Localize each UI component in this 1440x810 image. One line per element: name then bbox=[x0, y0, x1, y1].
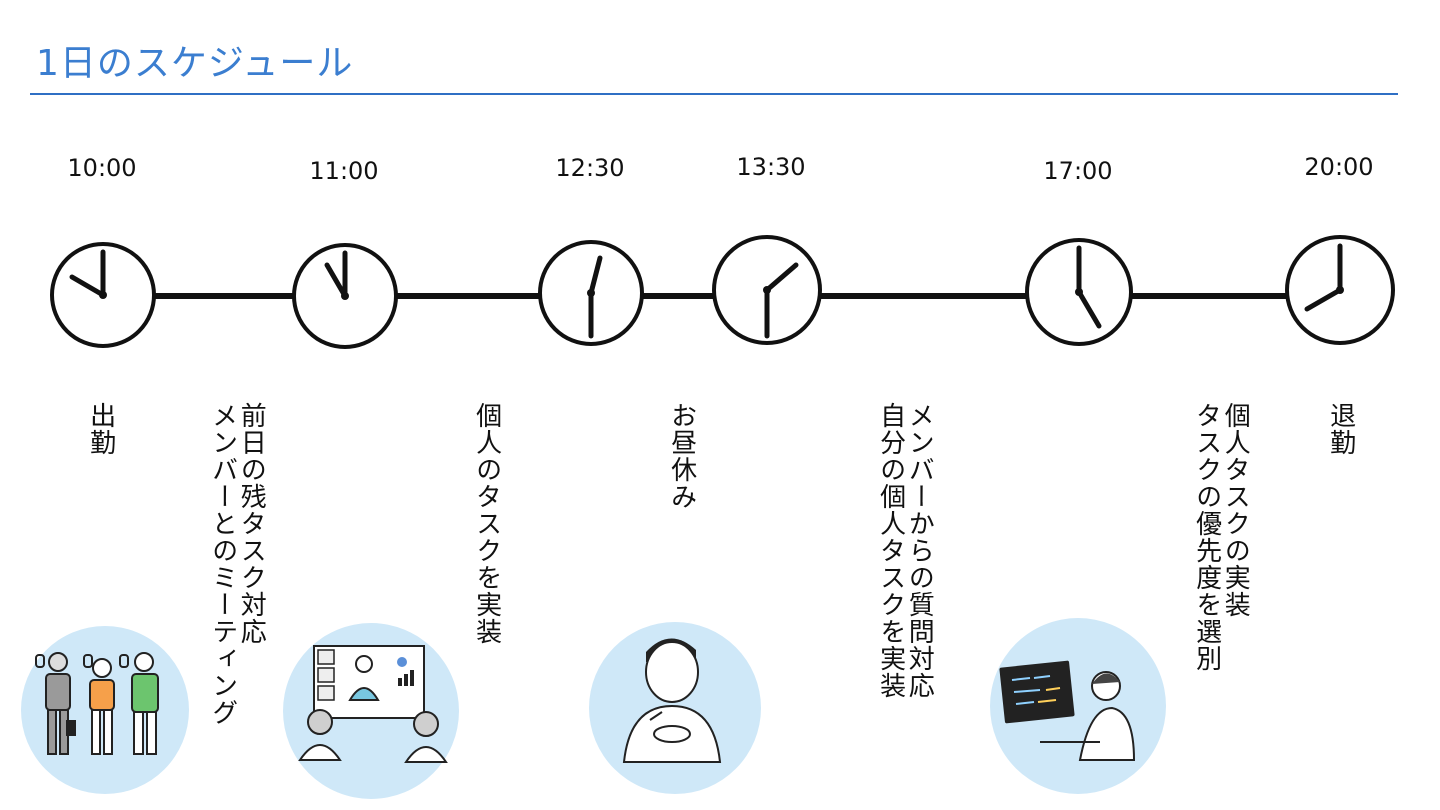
time-label-1330: 13:30 bbox=[736, 153, 806, 181]
page-title: 1日のスケジュール bbox=[36, 43, 354, 84]
clock-icon-1330 bbox=[712, 235, 822, 345]
desc-line: メンバーとのミーティング bbox=[207, 402, 238, 726]
clock-icon-1000 bbox=[50, 242, 156, 348]
desc-line: 個人のタスクを実装 bbox=[471, 402, 502, 645]
lunch-illustration bbox=[589, 622, 761, 794]
desc-line: メンバーからの質問対応 bbox=[904, 402, 935, 699]
coding-illustration bbox=[990, 618, 1166, 794]
time-label-1100: 11:00 bbox=[309, 157, 379, 185]
schedule-desc-1100: 前日の残タスク対応 メンバーとのミーティング bbox=[207, 402, 267, 726]
schedule-desc-1330: お昼休み bbox=[666, 402, 697, 510]
clock-icon-1230 bbox=[538, 240, 644, 346]
desc-line: タスクの優先度を選別 bbox=[1191, 402, 1222, 672]
desc-line: 前日の残タスク対応 bbox=[236, 402, 267, 645]
schedule-desc-2000: 個人タスクの実装 タスクの優先度を選別 bbox=[1191, 402, 1251, 672]
desc-line: お昼休み bbox=[666, 402, 697, 510]
video-meeting-illustration bbox=[283, 623, 459, 799]
schedule-desc-1230: 個人のタスクを実装 bbox=[471, 402, 502, 645]
time-label-2000: 20:00 bbox=[1304, 153, 1374, 181]
desc-line: 個人タスクの実装 bbox=[1220, 402, 1251, 618]
time-label-1230: 12:30 bbox=[555, 154, 625, 182]
desc-line: 自分の個人タスクを実装 bbox=[875, 402, 906, 699]
title-divider bbox=[30, 93, 1398, 95]
clock-icon-2000 bbox=[1285, 235, 1395, 345]
time-label-1700: 17:00 bbox=[1043, 157, 1113, 185]
desc-line: 出勤 bbox=[85, 402, 116, 456]
commuters-illustration bbox=[21, 626, 189, 794]
schedule-desc-1700: メンバーからの質問対応 自分の個人タスクを実装 bbox=[875, 402, 935, 699]
schedule-desc-leave: 退勤 bbox=[1325, 402, 1356, 456]
schedule-desc-1000: 出勤 bbox=[85, 402, 116, 456]
clock-icon-1700 bbox=[1025, 238, 1133, 346]
desc-line: 退勤 bbox=[1325, 402, 1356, 456]
clock-icon-1100 bbox=[292, 243, 398, 349]
time-label-1000: 10:00 bbox=[67, 154, 137, 182]
